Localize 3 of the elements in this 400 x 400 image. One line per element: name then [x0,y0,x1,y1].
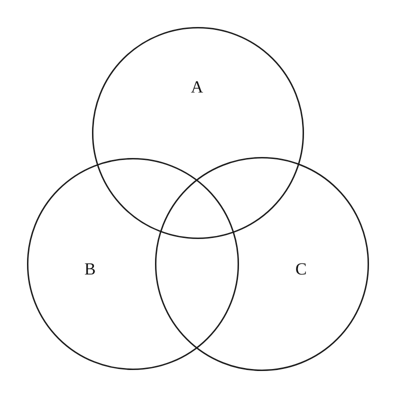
set-label: A [190,78,204,96]
set-label: C [295,260,307,278]
set-label: B [84,260,96,278]
